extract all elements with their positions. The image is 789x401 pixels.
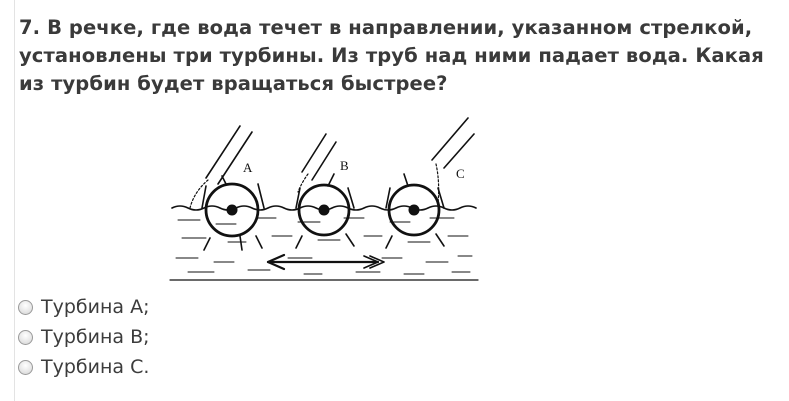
- turbines-illustration: A B C: [169, 117, 479, 281]
- radio-button[interactable]: [18, 329, 33, 345]
- question-text: 7. В речке, где вода течет в направлении…: [19, 16, 764, 95]
- left-border-line: [14, 0, 15, 401]
- option-turbine-b[interactable]: Турбина В;: [18, 322, 150, 352]
- radio-button[interactable]: [18, 359, 33, 375]
- turbines-figure: A B C: [168, 112, 480, 282]
- answer-options: Турбина А; Турбина В; Турбина С.: [18, 292, 150, 382]
- option-turbine-a[interactable]: Турбина А;: [18, 292, 150, 322]
- label-b: B: [340, 158, 349, 173]
- option-turbine-c[interactable]: Турбина С.: [18, 352, 150, 382]
- option-label: Турбина С.: [41, 356, 150, 378]
- radio-button[interactable]: [18, 299, 33, 315]
- option-label: Турбина В;: [41, 326, 150, 348]
- option-label: Турбина А;: [41, 296, 150, 318]
- label-c: C: [456, 166, 465, 181]
- label-a: A: [243, 160, 253, 175]
